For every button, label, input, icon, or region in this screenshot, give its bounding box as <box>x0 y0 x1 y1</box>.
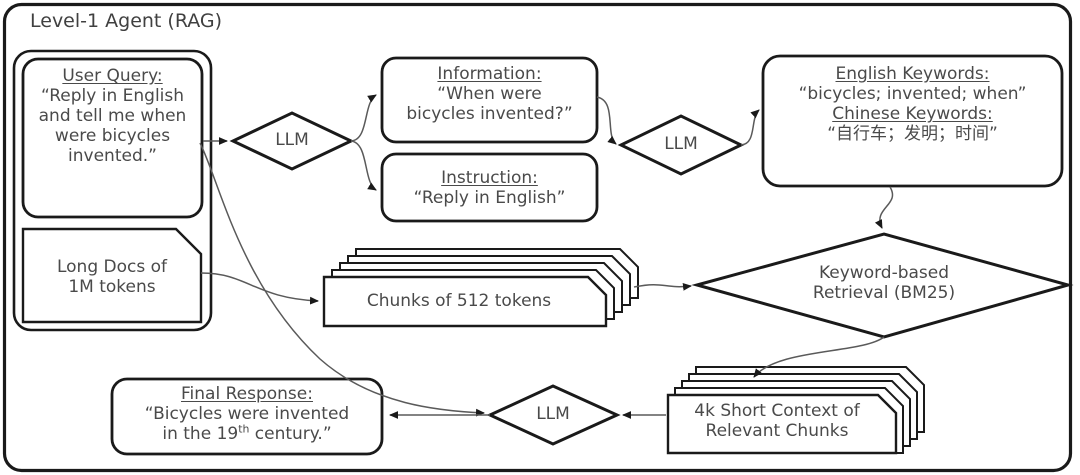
edge-llm1-to-instruction <box>350 140 377 191</box>
long-docs-line-2: 1M tokens <box>68 277 156 298</box>
edge-llm2-to-keywords <box>740 109 760 146</box>
retrieval-text: Keyword-based Retrieval (BM25) <box>784 263 984 303</box>
long-docs-text: Long Docs of 1M tokens <box>23 257 201 297</box>
information-line-1: “When were <box>437 84 542 105</box>
information-line-2: bicycles invented?” <box>406 104 573 125</box>
edge-retrieval-to-shortcontext <box>753 336 885 378</box>
chunks-label: Chunks of 512 tokens <box>366 291 552 311</box>
keywords-heading-chinese: Chinese Keywords: <box>832 104 993 125</box>
keywords-body-chinese: “自行车；发明；时间” <box>827 124 998 145</box>
instruction-text: Instruction: “Reply in English” <box>382 168 597 208</box>
keywords-heading-english: English Keywords: <box>835 64 990 84</box>
edge-information-to-llm2 <box>596 96 617 145</box>
edge-llm1-to-information <box>350 94 377 142</box>
short-context-line-2: Relevant Chunks <box>705 421 849 442</box>
final-response-line-2-pre: in the 19 <box>162 424 239 445</box>
information-heading: Information: <box>437 64 542 84</box>
final-response-heading: Final Response: <box>181 384 313 404</box>
llm-1-label: LLM <box>275 130 309 150</box>
keywords-text: English Keywords: “bicycles; invented; w… <box>763 64 1062 144</box>
final-response-line-2: in the 19th century.” <box>112 422 382 445</box>
final-response-ordinal-suffix: th <box>238 422 250 436</box>
long-docs-line-1: Long Docs of <box>56 257 168 277</box>
instruction-heading: Instruction: <box>441 168 538 188</box>
user-query-heading: User Query: <box>62 66 163 86</box>
short-context-text: 4k Short Context of Relevant Chunks <box>668 401 886 441</box>
short-context-line-1: 4k Short Context of <box>694 401 860 421</box>
frame-title: Level-1 Agent (RAG) <box>30 10 223 32</box>
llm-2-label: LLM <box>664 134 698 154</box>
final-response-line-1: “Bicycles were invented <box>144 404 350 425</box>
keywords-body-english: “bicycles; invented; when” <box>798 84 1027 105</box>
user-query-body: “Reply in English and tell me when were … <box>38 86 187 167</box>
retrieval-line-2: Retrieval (BM25) <box>812 283 956 304</box>
final-response-line-2-post: century.” <box>249 424 332 445</box>
information-text: Information: “When were bicycles invente… <box>382 64 597 124</box>
final-response-text: Final Response: “Bicycles were invented … <box>112 384 382 444</box>
edge-keywords-to-retrieval <box>874 186 894 229</box>
user-query-text: User Query: “Reply in English and tell m… <box>23 66 202 166</box>
instruction-body: “Reply in English” <box>413 188 566 209</box>
edge-longdocs-to-chunks <box>200 272 319 305</box>
retrieval-line-1: Keyword-based <box>818 263 950 283</box>
llm-3-label: LLM <box>536 404 570 424</box>
edge-chunks-to-retrieval <box>633 283 692 291</box>
